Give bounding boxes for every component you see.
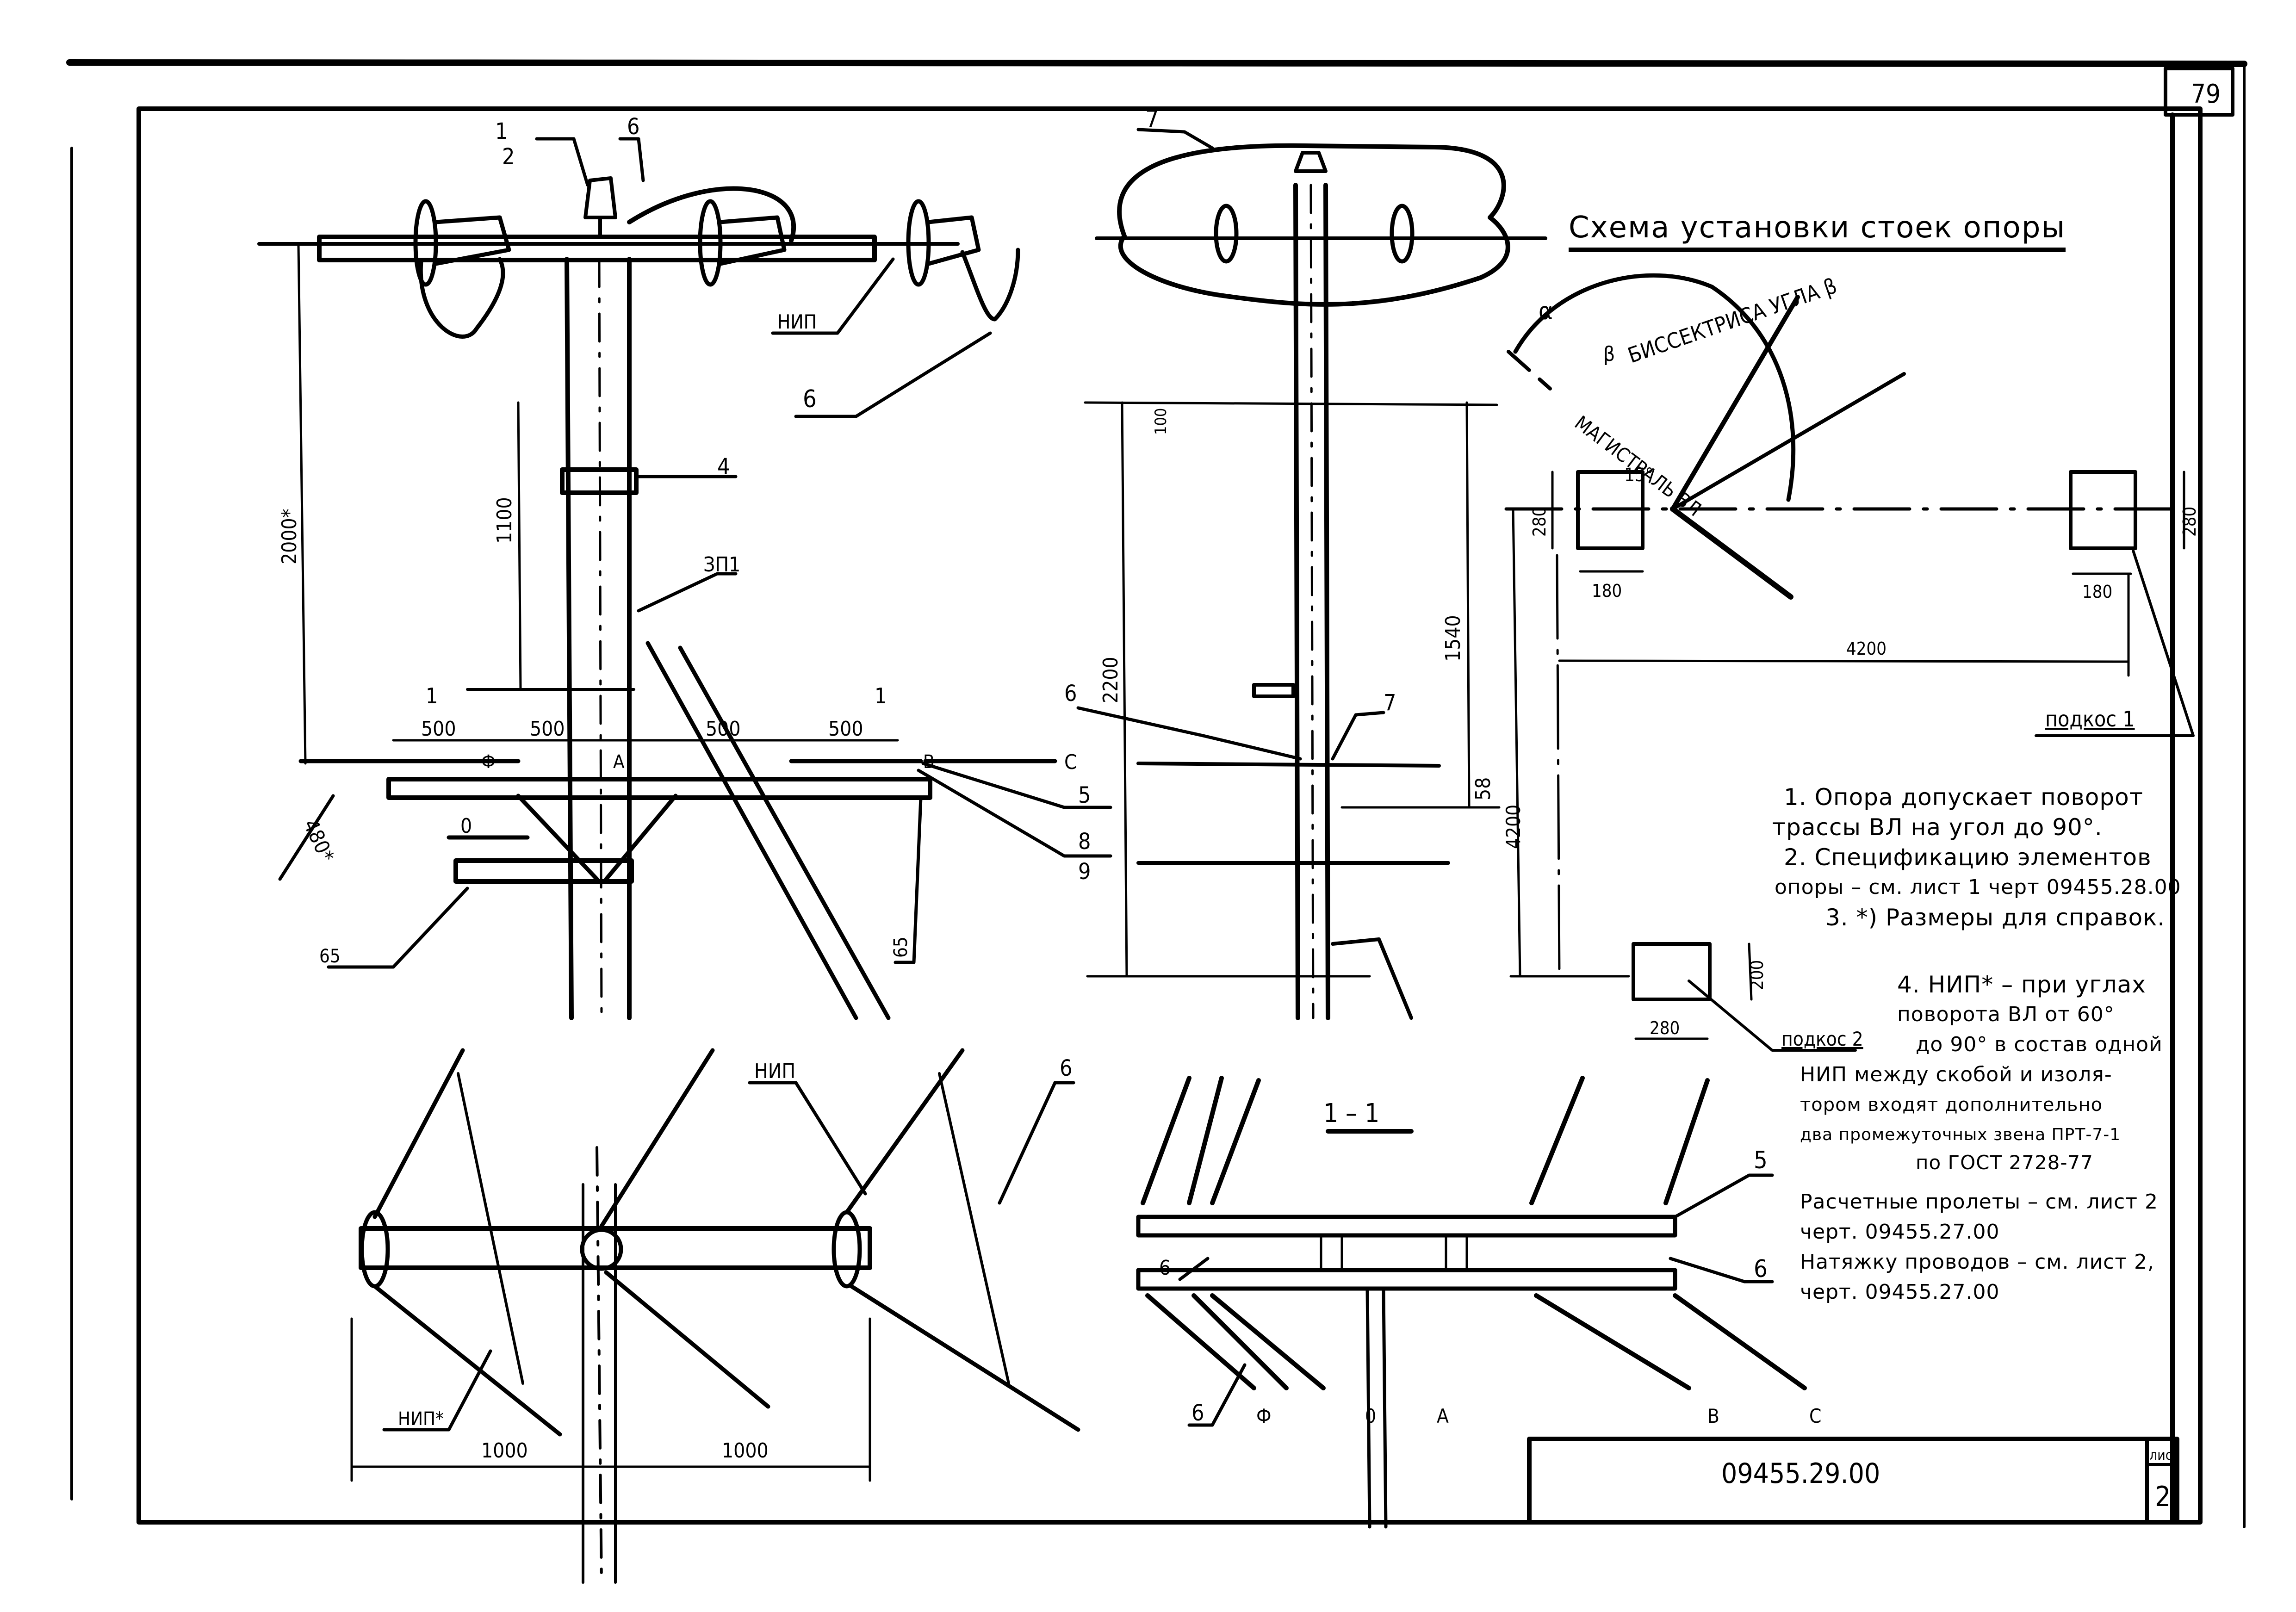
scheme-title: Схема установки стоек опоры [1569, 211, 2066, 252]
title-block [1527, 1437, 2179, 1525]
drawing-number: 09455.29.00 [1721, 1457, 1880, 1490]
installation-scheme [1504, 273, 2195, 1052]
phase-C: С [1064, 750, 1077, 774]
dim-1540: 1540 [1441, 615, 1465, 662]
dim-500-3: 500 [706, 717, 741, 741]
dim-500-1: 500 [421, 717, 456, 741]
callout-6-side: 6 [1064, 681, 1077, 707]
side-view [1076, 128, 1547, 1134]
front-view-labels: 1 2 6 4 ЗП1 НИП 6 2000* 1100 500 500 500… [278, 114, 1091, 967]
callout-5-section: 5 [1754, 1147, 1768, 1174]
section-mark-left: 1 [426, 683, 438, 708]
note-5-line-1: Расчетные пролеты – см. лист 2 [1800, 1190, 2158, 1214]
callout-65-left: 65 [319, 946, 341, 967]
dim-58: 58 [1471, 777, 1495, 800]
section-view [1136, 1076, 1807, 1529]
note-2-line-1: 2. Спецификацию элементов [1784, 844, 2152, 871]
callout-6-right: 6 [803, 385, 817, 413]
callout-9: 9 [1078, 859, 1091, 885]
bisector-label: БИССЕКТРИСА УГЛА β [1625, 273, 1840, 368]
note-3: 3. *) Размеры для справок. [1825, 904, 2166, 931]
note-4-line-5: тором входят дополнительно [1800, 1094, 2103, 1116]
dim-2000: 2000* [278, 508, 301, 564]
note-4-line-6: два промежуточных звена ПРТ-7-1 [1800, 1125, 2121, 1144]
callout-6-section-bottom: 6 [1191, 1400, 1204, 1426]
note-4-line-4: НИП между скобой и изоля- [1800, 1063, 2112, 1086]
dim-180-left: 180 [1592, 581, 1622, 601]
callout-nip-star: НИП* [398, 1408, 444, 1430]
callout-nip: НИП [777, 310, 817, 333]
callout-6-plan: 6 [1060, 1055, 1072, 1081]
angle-alpha: α [1539, 298, 1553, 325]
mainline-label: МАГИСТРАЛЬ ВЛ [1570, 411, 1706, 521]
direction-line [1559, 282, 1603, 509]
section-phase-C: С [1809, 1405, 1821, 1427]
callout-7-mid: 7 [1384, 690, 1396, 716]
callout-65-right: 65 [890, 936, 912, 958]
callout-7-top: 7 [1145, 105, 1159, 133]
dim-4200-horizontal: 4200 [1846, 639, 1886, 659]
callout-2: 2 [502, 144, 515, 170]
note-4-line-1: 4. НИП* – при углах [1897, 971, 2146, 998]
dim-100: 100 [1152, 408, 1170, 435]
note-6-line-1: Натяжку проводов – см. лист 2, [1800, 1250, 2154, 1274]
brace-1-label: подкос 1 [2045, 707, 2135, 732]
callout-6-section-inner: 6 [1159, 1256, 1171, 1280]
note-2-line-2: опоры – см. лист 1 черт 09455.28.00 [1775, 875, 2181, 899]
plan-view-labels: НИП 6 НИП* 1000 1000 [398, 1055, 1072, 1463]
dim-2200: 2200 [1099, 657, 1123, 703]
section-view-labels: 5 6 6 6 Ф 0 А В С [1159, 1147, 1821, 1427]
sheet-label: лист [2149, 1447, 2179, 1463]
page-number-box [2164, 67, 2234, 117]
note-4-line-7: по ГОСТ 2728-77 [1916, 1151, 2093, 1174]
note-4-line-2: поворота ВЛ от 60° [1897, 1003, 2115, 1026]
brace-2-label: подкос 2 [1781, 1028, 1863, 1050]
callout-6-top: 6 [627, 114, 639, 140]
plan-view [350, 1048, 1080, 1584]
top-rule [66, 59, 2247, 67]
phase-A: А [613, 751, 625, 773]
note-5-line-2: черт. 09455.27.00 [1800, 1220, 2000, 1244]
note-1-line-1: 1. Опора допускает поворот [1784, 784, 2143, 811]
callout-6-section-right: 6 [1754, 1255, 1768, 1283]
phase-O: 0 [460, 814, 472, 838]
dim-1000-left: 1000 [481, 1439, 528, 1463]
front-view [257, 137, 1112, 1020]
sheet-number: 2 [2155, 1481, 2171, 1513]
callout-4: 4 [717, 454, 730, 480]
note-6-line-2: черт. 09455.27.00 [1800, 1280, 2000, 1304]
section-phase-B: В [1707, 1405, 1719, 1427]
callout-5: 5 [1078, 782, 1091, 808]
note-4-line-3: до 90° в состав одной [1916, 1033, 2163, 1056]
dim-280-left: 280 [1529, 507, 1550, 537]
dim-1000-right: 1000 [722, 1439, 769, 1463]
callout-8: 8 [1078, 829, 1091, 855]
page-number: 79 [2191, 79, 2221, 109]
dim-4200-vertical: 4200 [1502, 805, 1525, 849]
phase-F: Ф [481, 751, 496, 773]
note-1-line-2: трассы ВЛ на угол до 90°. [1772, 814, 2103, 841]
dim-200: 200 [1747, 960, 1767, 990]
section-phase-O: 0 [1365, 1405, 1376, 1427]
callout-nip-plan: НИП [754, 1060, 795, 1083]
section-title-1-1: 1 – 1 [1323, 1098, 1379, 1128]
section-phase-A: А [1437, 1405, 1449, 1427]
dim-280-right: 280 [2179, 507, 2200, 537]
section-mark-right: 1 [875, 683, 887, 708]
dim-500-4: 500 [828, 717, 863, 741]
callout-3p1: ЗП1 [703, 553, 740, 577]
angle-beta: β [1603, 342, 1615, 366]
angle-15: 15° [1624, 465, 1654, 486]
callout-1: 1 [495, 118, 508, 144]
drawing-frame [137, 106, 2203, 1525]
dim-180-right: 180 [2082, 582, 2112, 602]
dim-280-bottom: 280 [1650, 1018, 1680, 1038]
dim-1100: 1100 [493, 497, 516, 544]
section-phase-F: Ф [1256, 1405, 1272, 1427]
dim-500-2: 500 [530, 717, 565, 741]
phase-B: В [923, 751, 935, 773]
side-view-labels: 7 7 6 100 2200 1540 58 1 – 1 [1064, 105, 1495, 1128]
